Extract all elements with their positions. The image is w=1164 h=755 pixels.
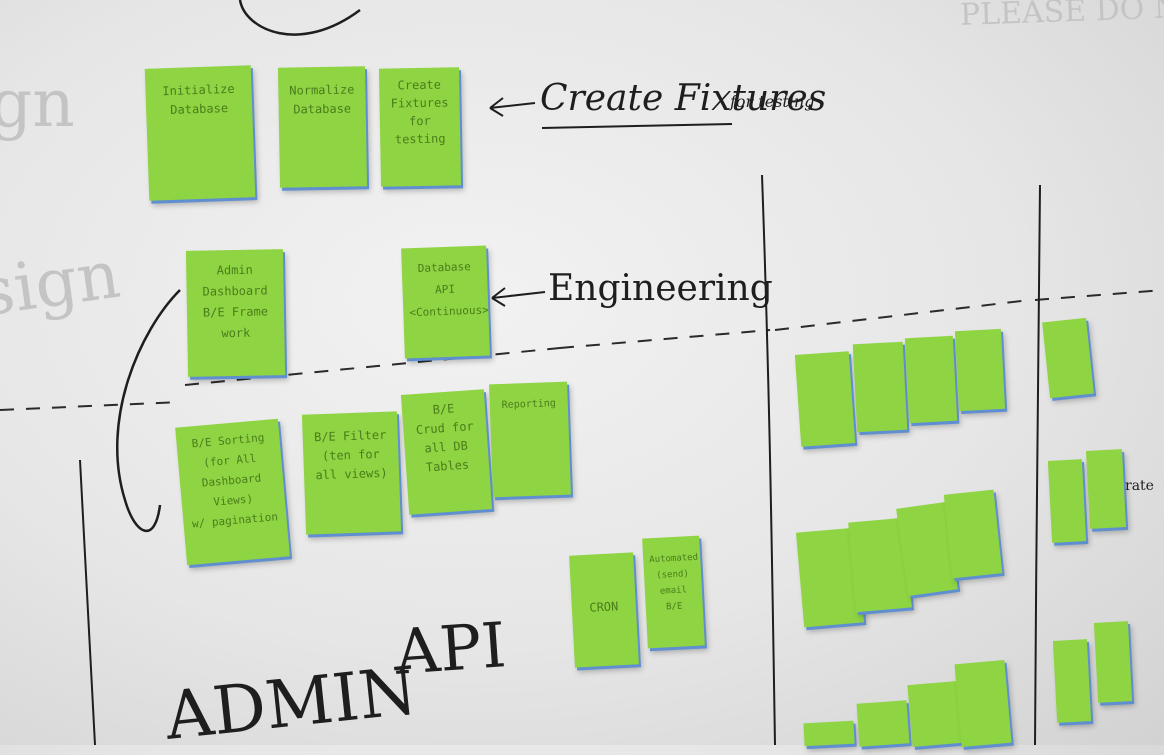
- sticky-note-create-fixtures: Create Fixtures for testing: [378, 67, 462, 187]
- sticky-note-reporting: Reporting: [489, 381, 571, 498]
- sticky-note: [1047, 459, 1087, 543]
- sticky-note: [852, 341, 908, 433]
- sticky-note: [856, 700, 910, 747]
- sticky-note: [1093, 621, 1133, 703]
- right-partial-label: rate: [1125, 478, 1154, 494]
- sticky-note: [943, 489, 1003, 579]
- sticky-note-admin-dashboard: Admin Dashboard B/E Frame work: [185, 249, 286, 377]
- sticky-note-cron: CRON: [569, 552, 639, 668]
- sticky-note-automated-email: Automated (send) email B/E: [642, 535, 705, 649]
- sticky-note-be-crud: B/E Crud for all DB Tables: [400, 389, 493, 515]
- sticky-note-database-api: Database API <Continuous>: [401, 245, 490, 359]
- sticky-note: [803, 720, 855, 747]
- create-fixtures-label: Create Fixtures: [540, 78, 827, 119]
- faint-left-top-text: gn: [0, 65, 75, 142]
- engineering-label: Engineering: [548, 268, 773, 309]
- api-label: API: [392, 608, 509, 689]
- sticky-note-normalize-database: Normalize Database: [277, 66, 368, 188]
- sticky-note: [794, 351, 856, 447]
- for-testing-label: for testing: [730, 92, 815, 111]
- sticky-note-be-sorting: B/E Sorting (for All Dashboard Views) w/…: [175, 418, 290, 566]
- sticky-note: [1085, 449, 1127, 529]
- sticky-note-initialize-database: Initialize Database: [144, 65, 256, 201]
- sticky-note: [904, 335, 958, 424]
- sticky-note: [907, 680, 963, 748]
- sticky-note: [1042, 317, 1094, 399]
- sticky-note: [954, 328, 1006, 412]
- sticky-note: [1052, 639, 1092, 723]
- sticky-note: [954, 659, 1012, 748]
- sticky-note-be-filter: B/E Filter (ten for all views): [301, 411, 402, 535]
